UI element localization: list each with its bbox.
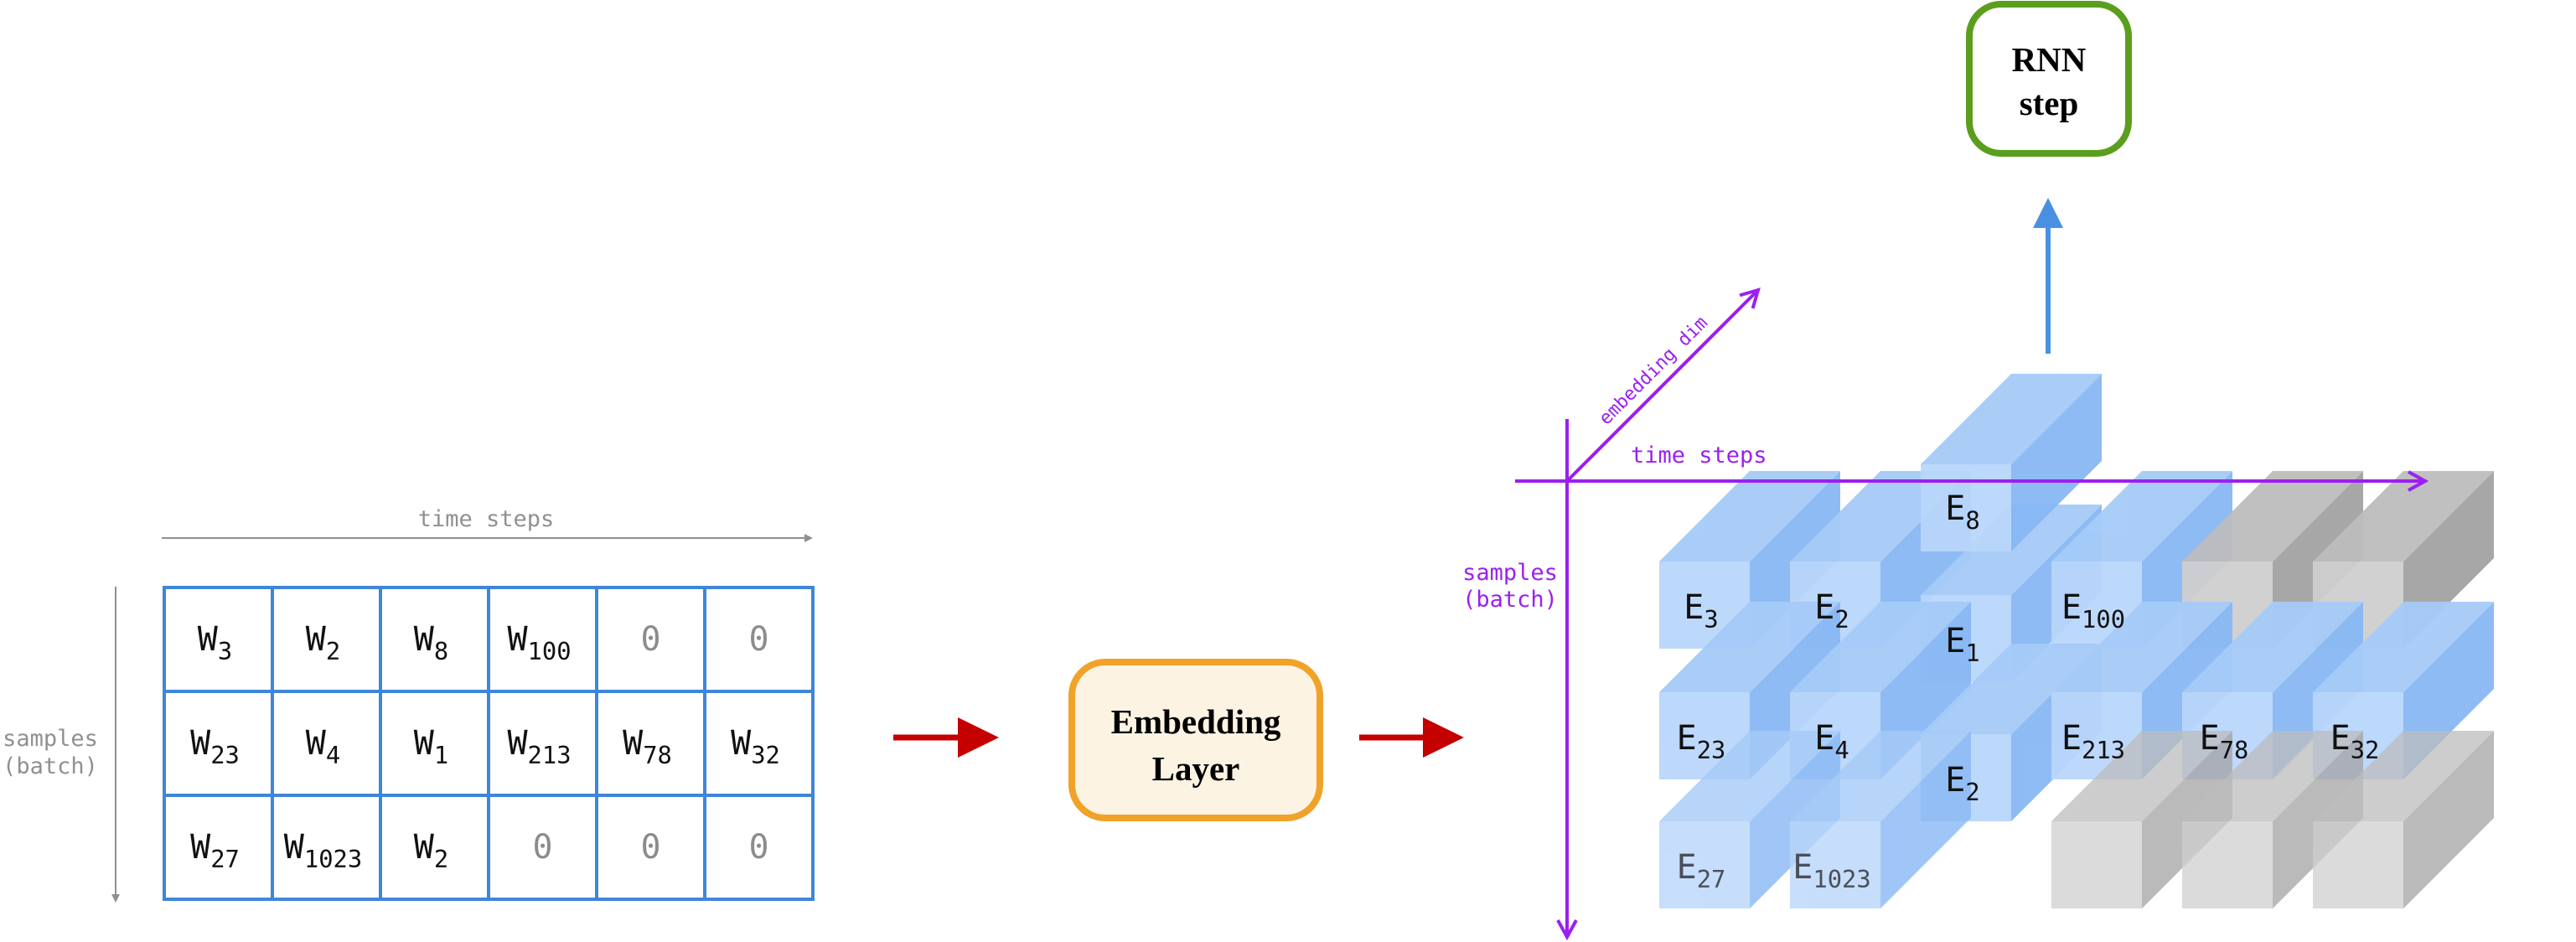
grid-token: W8 bbox=[414, 620, 448, 665]
tensor-time-steps-label: time steps bbox=[1631, 443, 1767, 468]
tensor-token: E4 bbox=[1814, 719, 1849, 764]
tensor-prism bbox=[2313, 731, 2494, 908]
grid-token: 0 bbox=[640, 620, 660, 659]
grid-token: W2 bbox=[414, 828, 448, 873]
grid-token: 0 bbox=[532, 828, 552, 867]
tensor-prism bbox=[1790, 731, 1971, 908]
tensor-token-top: E8 bbox=[1945, 489, 1980, 535]
tensor-token: E1023 bbox=[1792, 848, 1870, 893]
grid-token: W78 bbox=[623, 724, 672, 769]
arrow-to-rnn bbox=[2033, 198, 2063, 354]
embedding-dim-label: embedding dim bbox=[1596, 313, 1712, 429]
grid-samples-label: samples bbox=[3, 726, 98, 752]
tensor-token: E23 bbox=[1677, 719, 1726, 764]
grid-token: 0 bbox=[748, 620, 768, 659]
tensor-token: E78 bbox=[2200, 719, 2249, 764]
grid-cell bbox=[595, 690, 706, 797]
grid-token: W100 bbox=[507, 620, 571, 665]
grid-token: W3 bbox=[198, 620, 232, 665]
grid-cell bbox=[487, 690, 598, 797]
tensor-token: E213 bbox=[2061, 719, 2125, 764]
grid-token: W1023 bbox=[284, 828, 362, 873]
rnn-subtitle: step bbox=[2020, 84, 2079, 122]
grid-token: W32 bbox=[731, 724, 780, 769]
arrow-to-embedding bbox=[893, 717, 999, 758]
tensor-samples-label: samples bbox=[1462, 560, 1558, 586]
grid-cell bbox=[379, 690, 490, 797]
grid-token: W2 bbox=[306, 620, 340, 665]
grid-batch-label: (batch) bbox=[3, 753, 98, 779]
grid-cell bbox=[271, 586, 382, 693]
rnn-step-box: RNN step bbox=[1966, 1, 2132, 157]
tensor-token: E3 bbox=[1684, 588, 1718, 634]
embedding-layer-title: Embedding bbox=[1111, 702, 1281, 741]
embedding-layer-subtitle: Layer bbox=[1152, 749, 1240, 788]
grid-cell bbox=[703, 586, 815, 693]
tensor-token: E27 bbox=[1677, 848, 1726, 893]
tensor-batch-label: (batch) bbox=[1462, 587, 1558, 613]
grid-cell bbox=[703, 690, 815, 797]
tensor-token: E2 bbox=[1814, 588, 1849, 634]
tensor-token: E2 bbox=[1945, 761, 1979, 806]
grid-token: W4 bbox=[306, 724, 340, 769]
grid-token: W27 bbox=[190, 828, 240, 873]
grid-time-steps-label: time steps bbox=[418, 506, 555, 532]
tensor-token: E100 bbox=[2061, 588, 2125, 634]
grid-token: W23 bbox=[190, 724, 240, 769]
grid-token: W213 bbox=[507, 724, 571, 769]
rnn-title: RNN bbox=[2012, 40, 2087, 79]
arrow-to-tensor bbox=[1359, 717, 1464, 758]
grid-token: 0 bbox=[748, 828, 768, 867]
grid-cell bbox=[595, 794, 706, 901]
tensor-prism-top bbox=[1921, 374, 2102, 551]
tensor-token: E1 bbox=[1945, 622, 1979, 667]
tensor-token: E32 bbox=[2330, 719, 2380, 764]
grid-cell bbox=[271, 690, 382, 797]
embedding-layer-box: Embedding Layer bbox=[1068, 659, 1323, 821]
grid-token: W1 bbox=[414, 724, 448, 769]
grid-cell bbox=[703, 794, 815, 901]
embedding-dim-axis-arrow bbox=[1565, 290, 1758, 483]
grid-token: 0 bbox=[640, 828, 660, 867]
